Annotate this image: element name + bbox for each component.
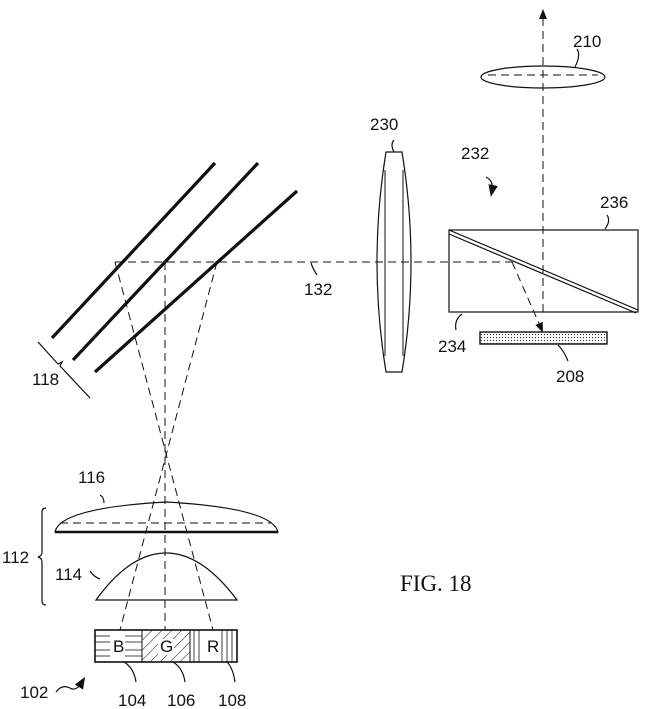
label-114: 114: [55, 565, 82, 584]
label-232: 232: [461, 144, 489, 163]
label-234: 234: [438, 337, 466, 356]
label-106: 106: [167, 691, 195, 709]
label-102: 102: [20, 683, 48, 702]
label-112: 112: [2, 548, 29, 567]
lens-116: [55, 502, 278, 532]
bracket-112: [38, 508, 46, 605]
mirror-1: [52, 163, 215, 338]
label-230: 230: [370, 115, 398, 134]
label-116: 116: [78, 468, 105, 487]
led-array-102: B G R: [95, 630, 237, 662]
mirror-3: [95, 191, 297, 372]
label-236: 236: [600, 193, 628, 212]
label-108: 108: [218, 691, 246, 709]
lens-114: [96, 553, 237, 600]
label-210: 210: [573, 32, 601, 51]
label-g: G: [160, 637, 173, 656]
label-104: 104: [118, 691, 146, 709]
label-r: R: [207, 637, 219, 656]
reflected-ray: [512, 262, 541, 328]
dichroic-mirrors: [38, 163, 297, 398]
ray-paths: [115, 14, 543, 630]
label-b: B: [113, 637, 124, 656]
label-132: 132: [304, 280, 332, 299]
label-118: 118: [32, 370, 59, 389]
label-208: 208: [556, 367, 584, 386]
figure-title: FIG. 18: [400, 571, 472, 596]
display-panel-208: [480, 332, 607, 344]
